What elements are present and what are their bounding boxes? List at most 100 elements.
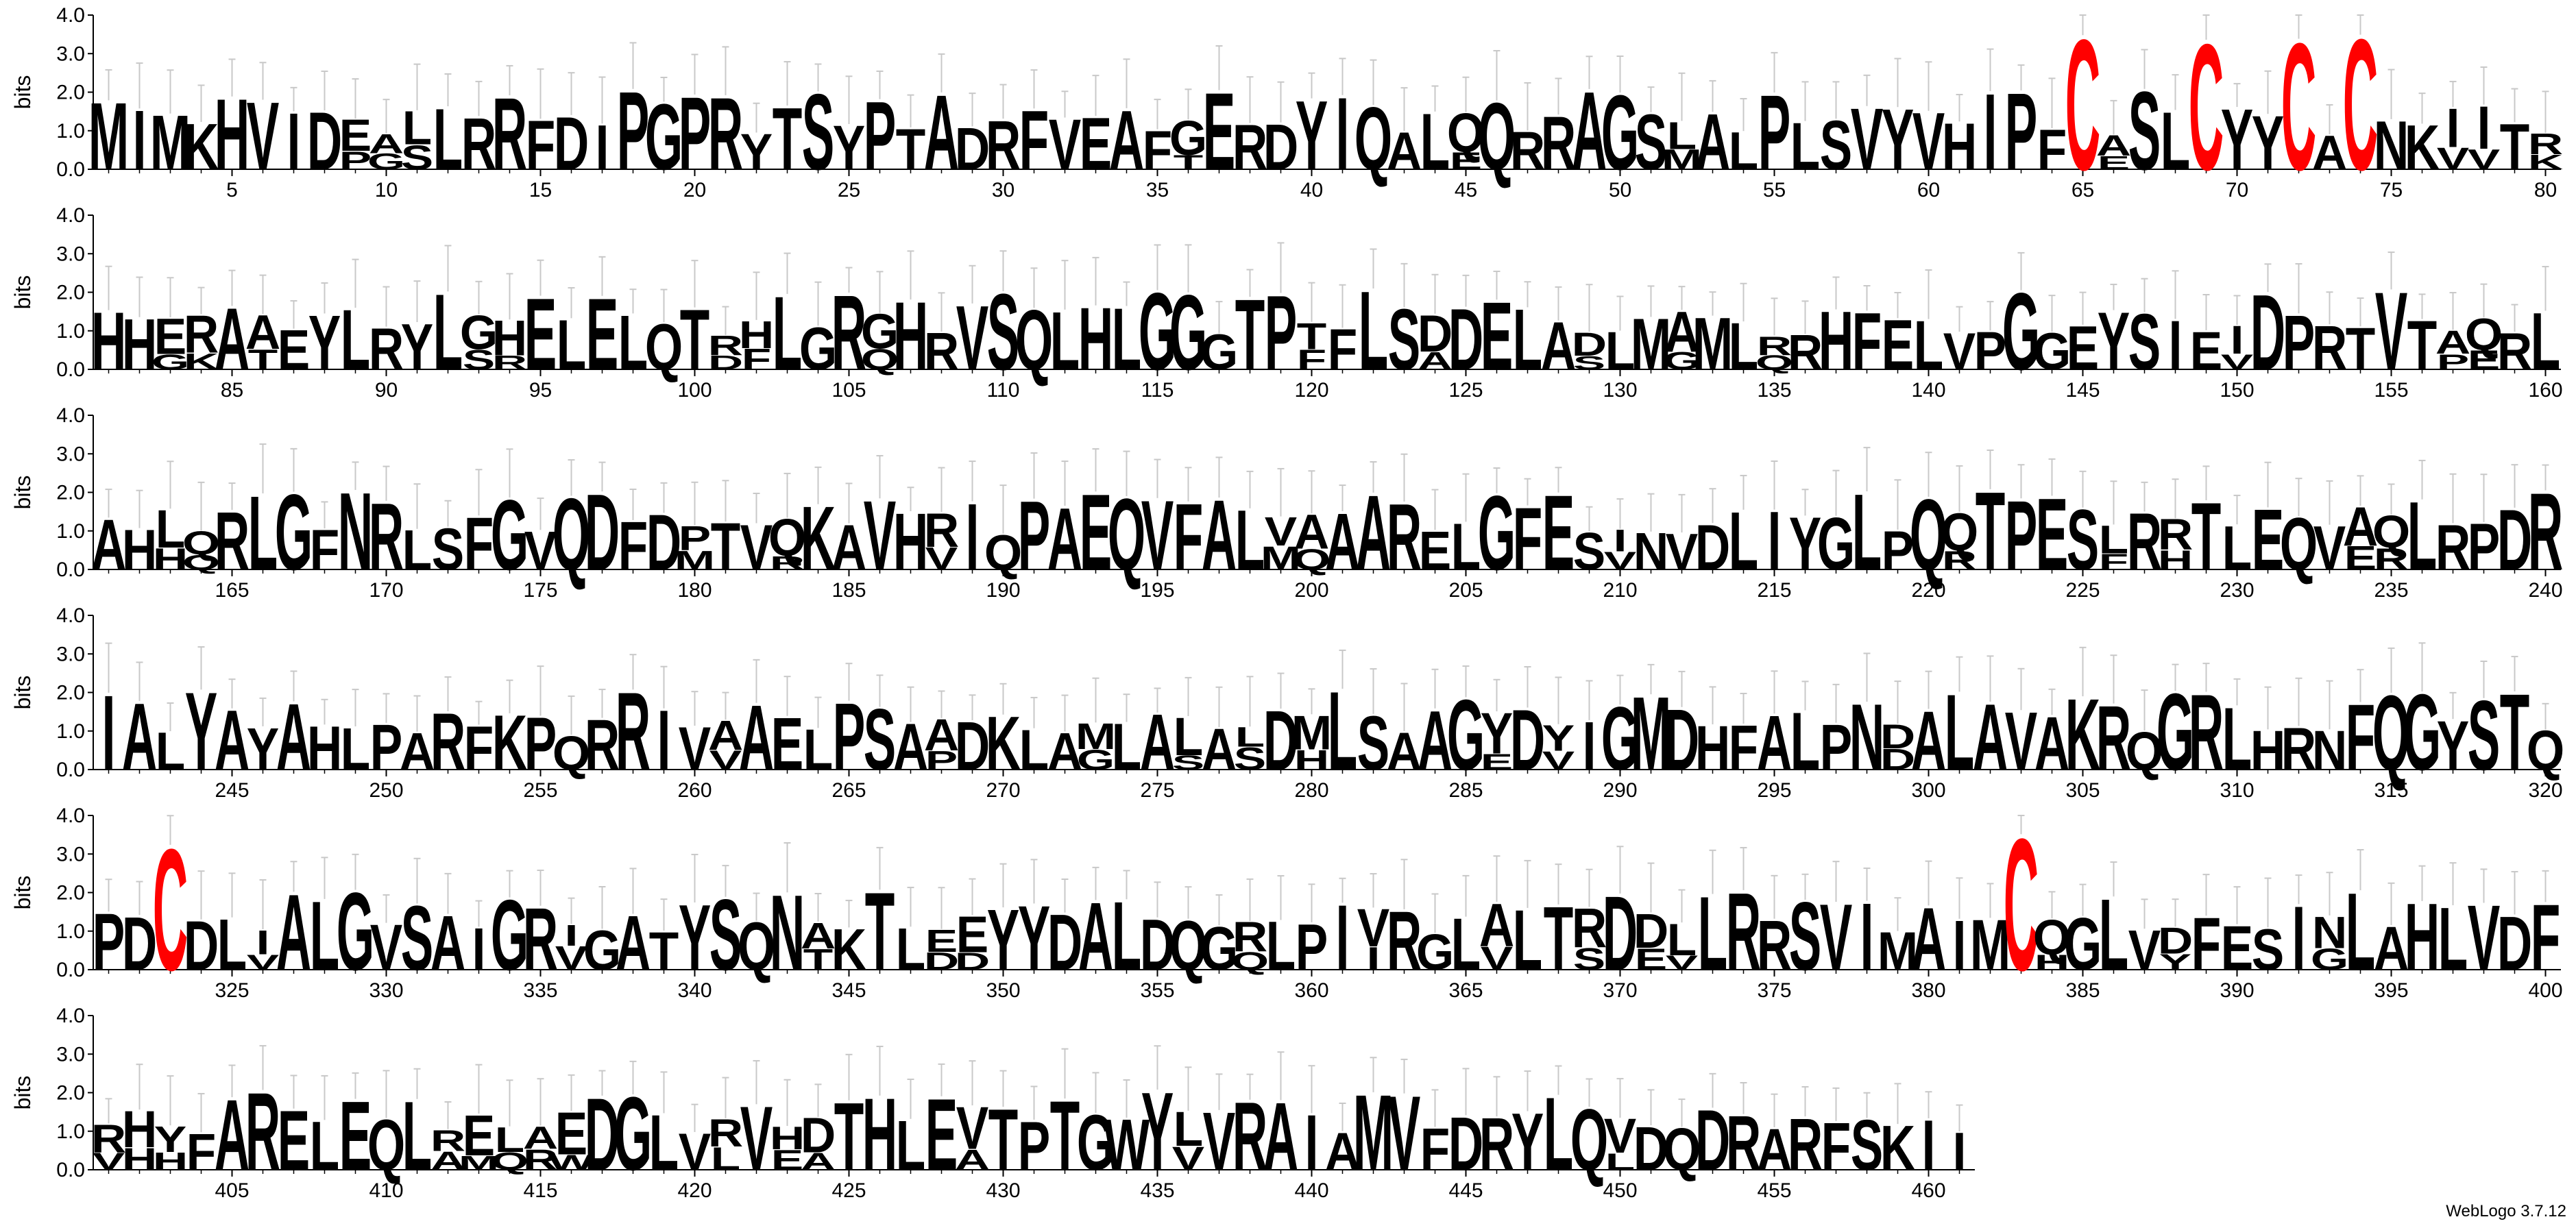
logo-letter-minor: V [1604, 547, 1637, 575]
logo-letter: A [893, 709, 928, 783]
logo-letter: Y [308, 299, 341, 386]
logo-letter: I [1953, 906, 1967, 985]
logo-letter: G [1169, 111, 1207, 166]
logo-letter: A [369, 129, 404, 159]
logo-letter: R [2281, 715, 2316, 783]
x-tick-label: 115 [1141, 379, 1174, 402]
x-tick-label: 325 [215, 979, 249, 1002]
y-tick-label: 2.0 [56, 1082, 85, 1105]
logo-letter: L [402, 1081, 432, 1191]
logo-letter: V [679, 715, 712, 783]
logo-letter: A [1047, 722, 1082, 781]
y-tick-label: 3.0 [56, 843, 85, 865]
logo-letter: P [370, 711, 402, 783]
logo-letter: I [133, 94, 147, 188]
x-tick-label: 265 [831, 779, 866, 802]
logo-letter: T [834, 1083, 864, 1191]
logo-letter: C [2281, 6, 2316, 208]
logo-letter: E [524, 277, 557, 391]
logo-letter-minor: D [955, 948, 990, 975]
logo-letter: R [1572, 898, 1607, 960]
logo-letter: A [215, 693, 250, 788]
logo-letter-minor: A [430, 1146, 465, 1176]
logo-letter-minor: Q [491, 1147, 528, 1175]
x-tick-label: 310 [2220, 779, 2254, 802]
logo-letter: M [1970, 905, 2010, 985]
logo-letter: I [1768, 495, 1782, 587]
logo-letter-minor: V [1172, 1140, 1205, 1177]
logo-letter: V [2005, 694, 2037, 787]
logo-letter: A [1387, 721, 1422, 781]
logo-letter-minor: A [955, 1144, 990, 1177]
x-tick-label: 190 [986, 579, 1020, 602]
logo-letter: T [2407, 306, 2437, 384]
logo-letter: T [988, 1091, 1018, 1188]
y-tick-label: 1.0 [56, 320, 85, 343]
logo-letter-minor: V [93, 1148, 125, 1175]
logo-letter: C [2004, 800, 2039, 1010]
logo-letter: H [1819, 295, 1854, 387]
logo-letter: G [1139, 271, 1176, 393]
logo-letter: Y [1296, 81, 1328, 191]
logo-letter: A [1911, 694, 1946, 788]
logo-letter: G [1478, 474, 1516, 592]
logo-letter: E [555, 1100, 587, 1167]
logo-letter-minor: K [2528, 150, 2563, 173]
logo-letter: R [2435, 511, 2470, 583]
logo-letter: L [1513, 291, 1542, 389]
logo-letter: D [1418, 304, 1453, 363]
logo-letter-minor: V [2468, 144, 2501, 176]
logo-letter: A [924, 710, 959, 761]
y-tick-label: 0.0 [56, 1159, 85, 1181]
logo-letter: C [2065, 1, 2100, 210]
logo-letter: T [1235, 279, 1265, 391]
logo-letter: D [1263, 110, 1298, 183]
logo-letter: Q [552, 477, 590, 591]
logo-letter: Q [2527, 720, 2564, 783]
logo-letter-minor: H [122, 1142, 157, 1177]
x-tick-label: 375 [1757, 979, 1791, 1002]
logo-letter: E [925, 923, 958, 958]
logo-letter: S [2128, 68, 2161, 193]
x-tick-label: 300 [1911, 779, 1945, 802]
logo-letter: H [893, 496, 928, 587]
logo-letter: Q [1910, 478, 1947, 591]
logo-letter: E [1203, 71, 1235, 193]
logo-letter: L [1112, 290, 1141, 389]
logo-letter-minor: H [2034, 950, 2069, 974]
logo-letter: K [2405, 112, 2440, 183]
logo-letter: R [1387, 485, 1422, 590]
logo-letter-minor: W [548, 1151, 594, 1175]
logo-letter: L [896, 1106, 925, 1185]
logo-letter: C [2189, 6, 2224, 207]
x-tick-label: 385 [2065, 979, 2100, 1002]
y-tick-label: 4.0 [56, 604, 85, 627]
logo-letter-minor: V [709, 746, 742, 776]
logo-letter: Q [645, 310, 683, 384]
x-tick-label: 230 [2220, 579, 2254, 602]
x-tick-label: 200 [1294, 579, 1328, 602]
logo-letter: K [831, 917, 867, 983]
logo-letter: T [2346, 315, 2375, 382]
x-tick-label: 440 [1294, 1179, 1328, 1202]
logo-letter: Q [2372, 506, 2410, 557]
x-tick-label: 105 [831, 379, 866, 402]
logo-letter: R [1788, 326, 1823, 380]
logo-letter: L [1513, 892, 1542, 988]
logo-letter: E [2221, 913, 2253, 983]
logo-letter: T [2500, 672, 2529, 794]
logo-letter: G [1601, 73, 1639, 193]
logo-letter: R [1541, 101, 1576, 186]
logo-letter: Y [740, 124, 773, 181]
logo-letter: H [893, 282, 928, 390]
x-tick-label: 165 [215, 579, 249, 602]
x-tick-label: 170 [369, 579, 403, 602]
logo-letter-minor: V [1542, 746, 1575, 776]
logo-letter: S [1820, 106, 1852, 184]
x-tick-label: 180 [677, 579, 712, 602]
logo-letter: L [2531, 295, 2560, 387]
x-tick-label: 150 [2220, 379, 2254, 402]
logo-letter-minor: E [1635, 942, 1667, 976]
logo-letter: S [1388, 291, 1420, 388]
logo-letter: H [91, 295, 126, 387]
